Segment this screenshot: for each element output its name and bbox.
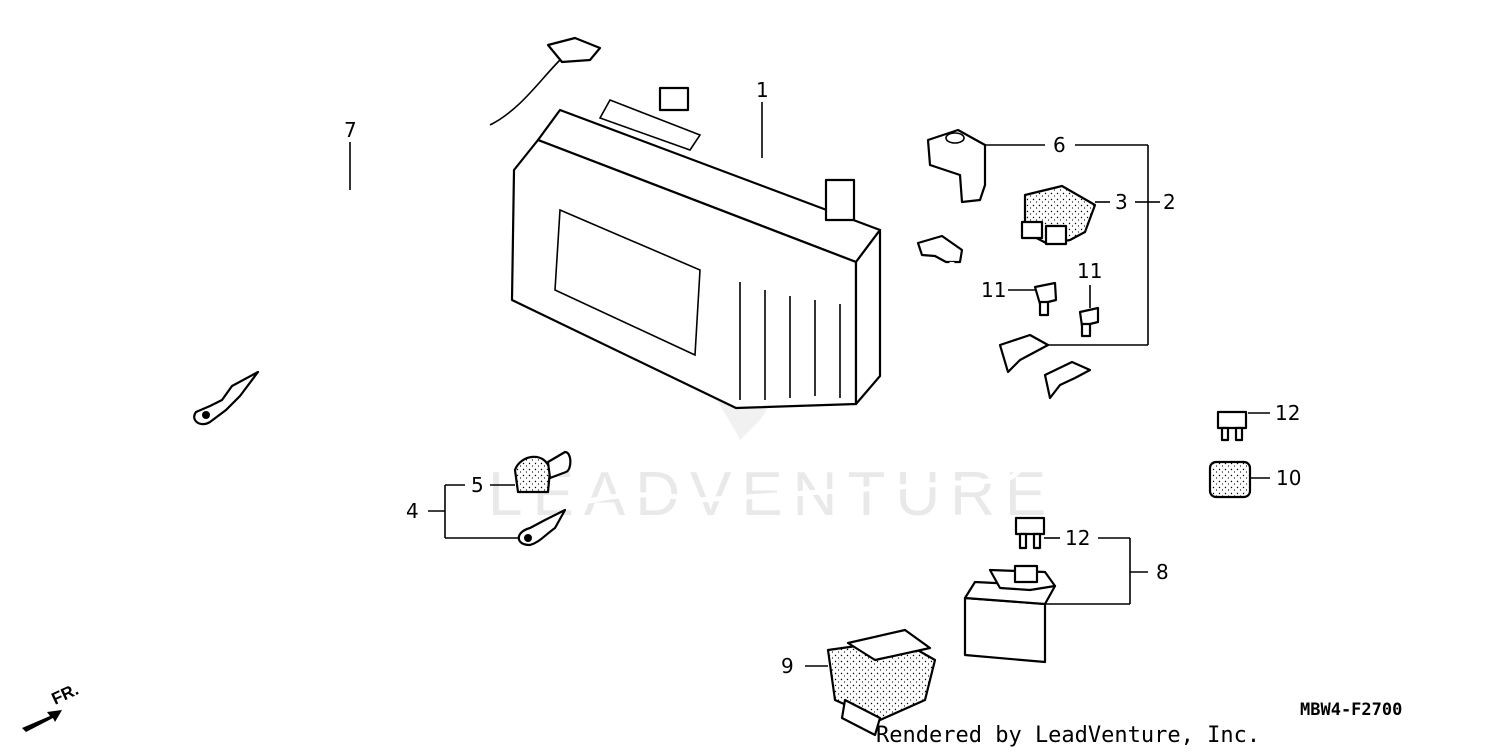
negative-terminal-cover[interactable] <box>513 450 572 494</box>
terminal-cover[interactable] <box>1020 184 1097 246</box>
leader-lines <box>349 102 1270 667</box>
credit-text: Rendered by LeadVenture, Inc. <box>876 723 1260 748</box>
front-direction-arrow: FR. <box>22 680 82 732</box>
callout-12-upper: 12 <box>1275 401 1300 425</box>
fuse-cover[interactable] <box>1208 460 1252 499</box>
battery[interactable] <box>510 86 882 410</box>
diagram-code: MBW4-F2700 <box>1300 700 1402 720</box>
callout-8: 8 <box>1156 560 1169 584</box>
bolt-right[interactable] <box>1078 306 1100 338</box>
callout-10: 10 <box>1276 466 1301 490</box>
callout-5: 5 <box>471 473 484 497</box>
callout-6: 6 <box>1053 133 1066 157</box>
callout-2: 2 <box>1163 190 1176 214</box>
fuse-upper[interactable] <box>1216 410 1248 442</box>
positive-cable[interactable] <box>559 234 1092 513</box>
callout-3: 3 <box>1115 190 1128 214</box>
relay-holder[interactable] <box>826 628 937 737</box>
front-label: FR. <box>49 680 82 709</box>
callout-1: 1 <box>756 78 769 102</box>
callout-labels: 1 2 3 4 5 6 7 8 9 10 11 11 12 12 <box>344 78 1301 678</box>
bolt-left[interactable] <box>1033 281 1058 317</box>
callout-7: 7 <box>344 118 357 142</box>
starter-relay[interactable] <box>963 564 1057 664</box>
terminal-cap[interactable] <box>926 128 987 204</box>
callout-4: 4 <box>406 499 419 523</box>
negative-cable-end[interactable] <box>517 508 567 547</box>
fuse-lower[interactable] <box>1014 516 1046 550</box>
ground-cable[interactable] <box>193 36 602 426</box>
callout-9: 9 <box>781 654 794 678</box>
callout-11-right: 11 <box>1077 259 1102 283</box>
callout-11-left: 11 <box>981 278 1006 302</box>
callout-12-lower: 12 <box>1065 526 1090 550</box>
